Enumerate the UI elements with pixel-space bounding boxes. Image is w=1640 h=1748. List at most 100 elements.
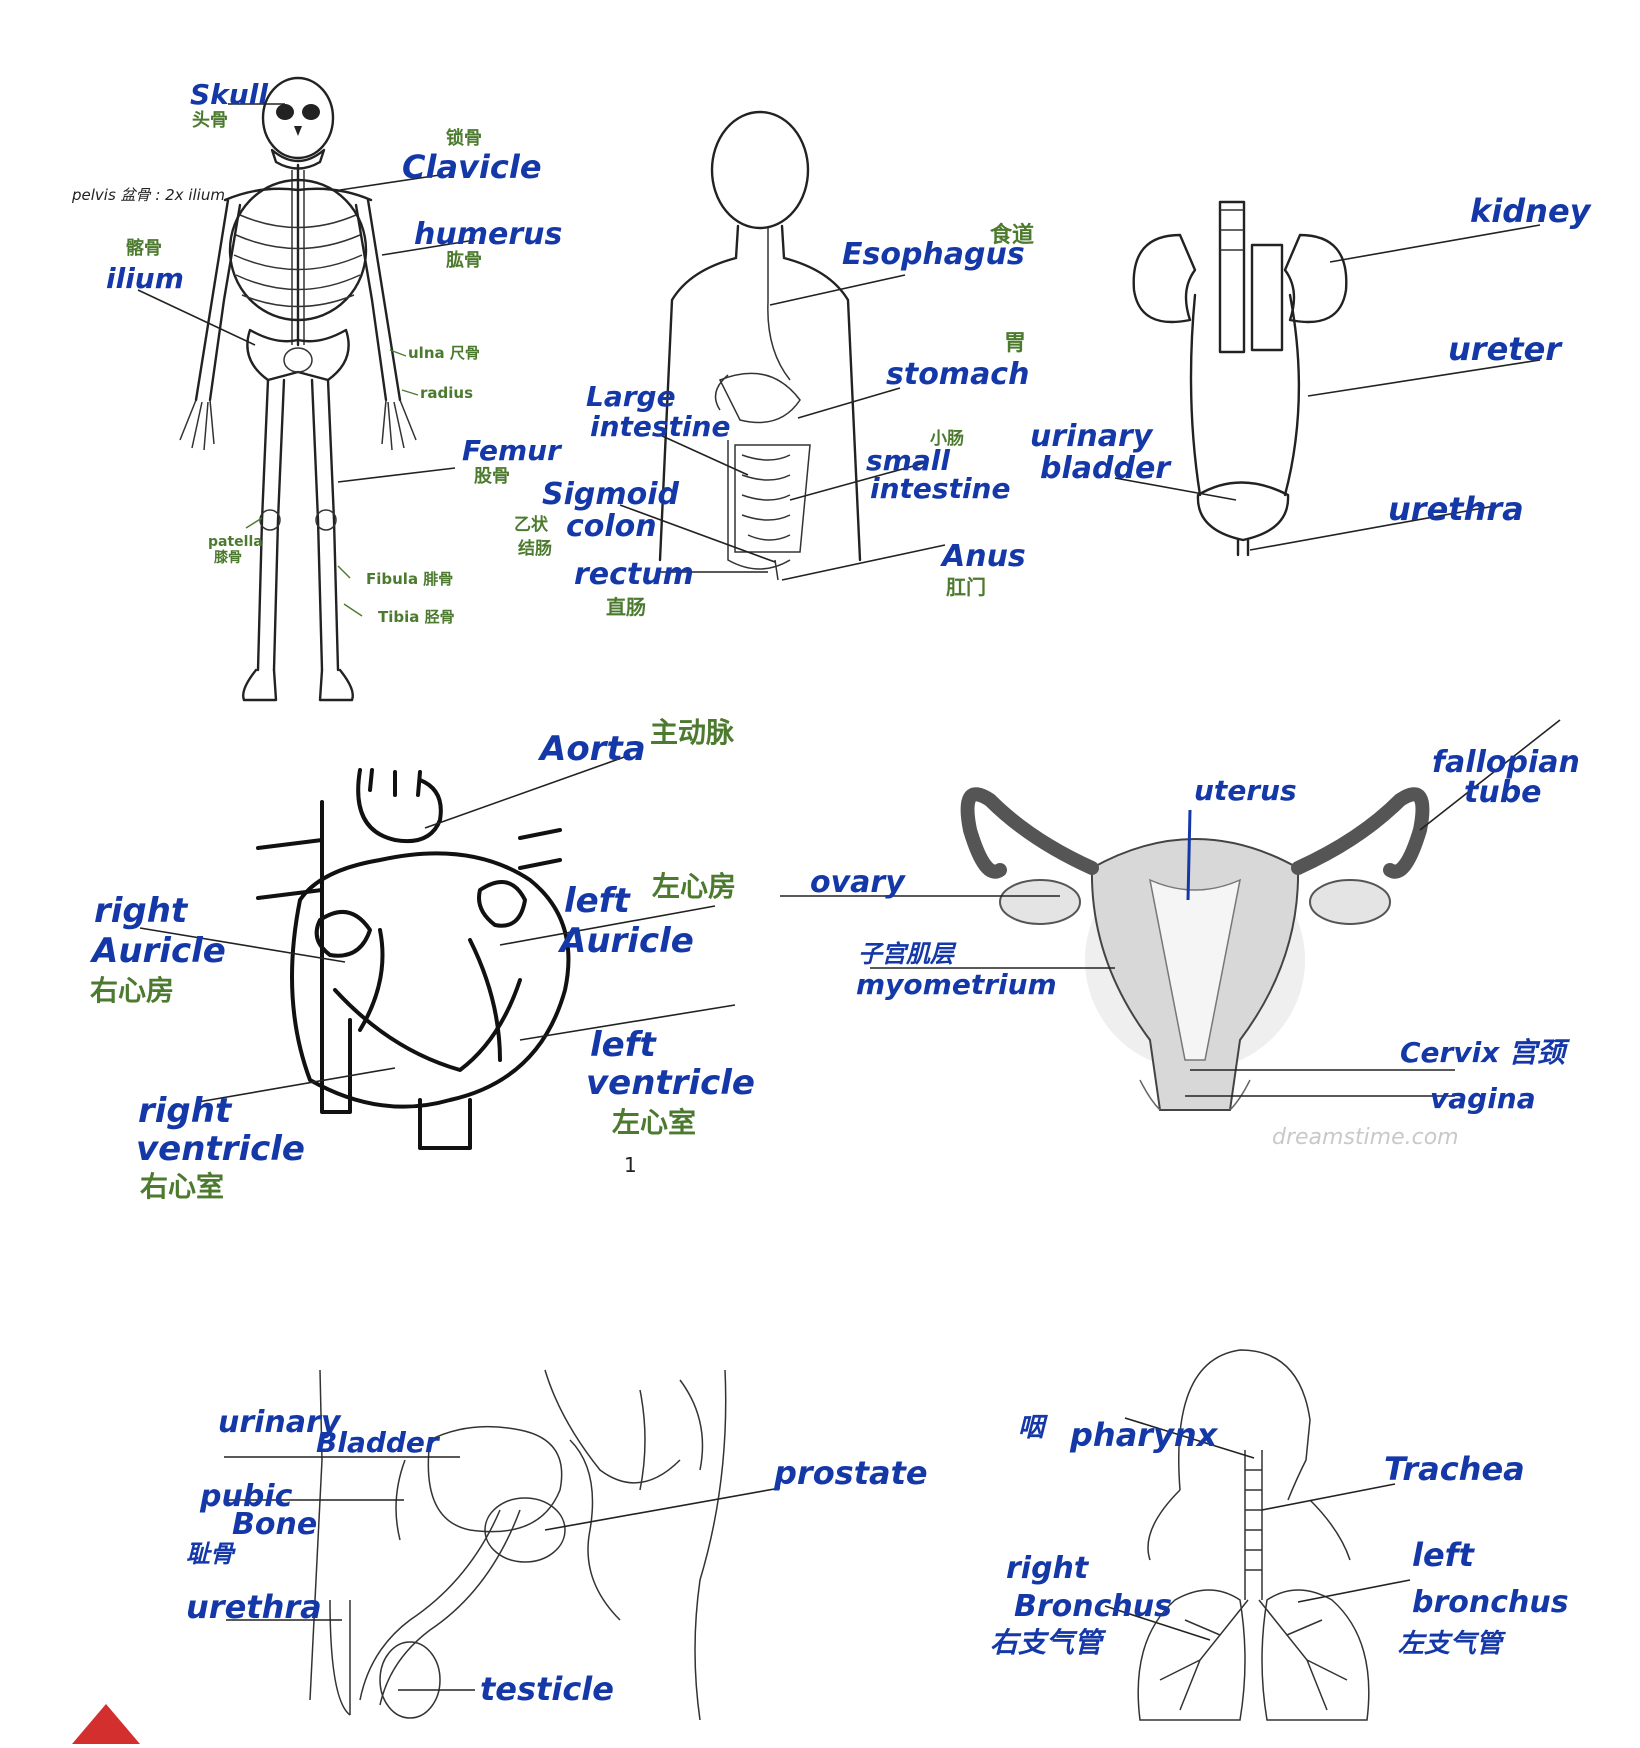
label-ilium-zh: 髂骨 [126, 237, 162, 259]
label-esophagus-zh: 食道 [990, 222, 1034, 248]
label-bladder-2: bladder [1040, 451, 1172, 486]
respiratory-figure [1137, 1349, 1370, 1721]
digestive-leader-lines [619, 274, 946, 581]
male-labels: urinary Bladder pubic Bone 耻骨 urethra pr… [186, 1405, 928, 1708]
heart-labels: Aorta 主动脉 left 左心房 Auricle right Auricle… [89, 716, 755, 1203]
male-figure [309, 1369, 727, 1721]
female-leader-lines [780, 719, 1561, 1097]
label-right-auricle-1: right [94, 891, 189, 931]
label-fallopian-2: tube [1464, 775, 1542, 810]
label-stomach-zh: 胃 [1004, 331, 1026, 356]
label-aorta-zh: 主动脉 [650, 716, 735, 749]
urinary-leader-lines [1114, 224, 1541, 551]
label-left-ventricle-2: ventricle [586, 1063, 755, 1103]
label-right-ventricle-1: right [138, 1091, 233, 1131]
label-fallopian-1: fallopian [1432, 745, 1580, 780]
label-left-auricle-2: Auricle [557, 921, 694, 961]
label-testicle: testicle [480, 1670, 614, 1708]
label-humerus: humerus [414, 217, 562, 252]
label-large-intestine-2: intestine [590, 410, 730, 443]
label-pubic-zh: 耻骨 [186, 1540, 236, 1568]
page-number: 1 [624, 1153, 637, 1177]
watermark: dreamstime.com [1272, 1125, 1459, 1150]
label-left-ventricle-zh: 左心室 [612, 1106, 696, 1139]
label-male-urethra: urethra [186, 1588, 322, 1626]
label-male-bladder-2: Bladder [316, 1426, 441, 1459]
label-ilium: ilium [106, 262, 184, 295]
label-small-intestine-1: small [866, 444, 950, 477]
label-male-bladder-1: urinary [218, 1405, 342, 1440]
corner-triangle-marker [72, 1704, 140, 1744]
label-bladder-1: urinary [1030, 419, 1154, 454]
label-clavicle-zh: 锁骨 [446, 127, 482, 149]
label-trachea: Trachea [1384, 1450, 1525, 1488]
label-ovary: ovary [810, 865, 906, 900]
label-urethra: urethra [1388, 490, 1524, 528]
label-tibia: Tibia 胫骨 [378, 608, 455, 626]
label-anus: Anus [940, 539, 1026, 574]
skeleton-figure [179, 76, 417, 702]
label-clavicle: Clavicle [402, 148, 542, 186]
label-right-bronchus-1: right [1006, 1551, 1090, 1586]
label-left-bronchus-zh: 左支气管 [1398, 1629, 1506, 1659]
label-aorta: Aorta [537, 729, 646, 769]
label-anus-zh: 肛门 [946, 575, 986, 599]
urinary-labels: kidney ureter urinary bladder urethra [1030, 192, 1592, 528]
respiratory-leader-lines [1104, 1417, 1411, 1641]
label-rectum-zh: 直肠 [606, 595, 646, 619]
heart-leader-lines [139, 754, 736, 1103]
label-ureter: ureter [1448, 330, 1563, 368]
label-myometrium-zh: 子宫肌层 [858, 940, 957, 968]
male-leader-lines [224, 1456, 781, 1691]
label-vagina: vagina [1430, 1082, 1536, 1115]
digestive-figure [658, 110, 862, 581]
label-uterus: uterus [1194, 774, 1297, 807]
label-left-auricle-1: left [564, 881, 632, 921]
label-right-ventricle-2: ventricle [136, 1129, 305, 1169]
label-pharynx: pharynx [1069, 1416, 1219, 1454]
label-humerus-zh: 肱骨 [446, 250, 482, 271]
label-right-auricle-zh: 右心房 [90, 974, 174, 1007]
urinary-figure [1132, 200, 1348, 557]
label-sigmoid-zh-1: 乙状 [514, 514, 549, 535]
label-pubic-1: pubic [199, 1479, 293, 1514]
label-myometrium: myometrium [856, 968, 1057, 1001]
label-sigmoid-2: colon [566, 509, 657, 544]
label-ulna: ulna 尺骨 [408, 344, 480, 362]
heart-figure [256, 768, 571, 1150]
label-left-bronchus-2: bronchus [1412, 1585, 1569, 1620]
label-left-ventricle-1: left [590, 1025, 658, 1065]
label-large-intestine-1: Large [586, 380, 676, 413]
digestive-labels: Esophagus 食道 stomach 胃 Large intestine s… [514, 222, 1034, 619]
label-stomach: stomach [886, 357, 1029, 392]
label-sigmoid-1: Sigmoid [542, 477, 680, 512]
label-right-ventricle-zh: 右心室 [140, 1170, 224, 1203]
label-pubic-2: Bone [232, 1507, 317, 1542]
female-figure [960, 787, 1430, 1111]
label-radius: radius [420, 384, 473, 402]
skeleton-labels: Skull 头骨 锁骨 Clavicle pelvis 盆骨 : 2x iliu… [71, 78, 563, 626]
label-right-auricle-2: Auricle [89, 931, 226, 971]
label-kidney: kidney [1470, 192, 1592, 230]
label-fibula: Fibula 腓骨 [366, 570, 453, 588]
label-left-auricle-zh: 左心房 [652, 870, 736, 903]
label-patella-zh: 膝骨 [214, 549, 242, 566]
female-labels: uterus fallopian tube ovary 子宫肌层 myometr… [810, 745, 1580, 1150]
label-small-intestine-zh: 小肠 [930, 429, 964, 449]
label-skull: Skull [190, 78, 268, 111]
pelvis-note: pelvis 盆骨 : 2x ilium [71, 186, 225, 204]
label-small-intestine-2: intestine [870, 472, 1010, 505]
skeleton-leader-lines [137, 103, 476, 617]
label-esophagus: Esophagus [842, 237, 1025, 272]
respiratory-labels: 咽 pharynx Trachea right Bronchus 右支气管 le… [990, 1413, 1569, 1659]
label-rectum: rectum [574, 557, 694, 592]
label-femur: Femur [462, 434, 563, 467]
label-pharynx-zh: 咽 [1018, 1413, 1048, 1443]
label-skull-zh: 头骨 [192, 110, 228, 131]
label-prostate: prostate [773, 1454, 928, 1492]
label-cervix: Cervix 宫颈 [1400, 1036, 1571, 1069]
label-patella: patella [208, 534, 263, 550]
label-right-bronchus-zh: 右支气管 [990, 1626, 1107, 1659]
